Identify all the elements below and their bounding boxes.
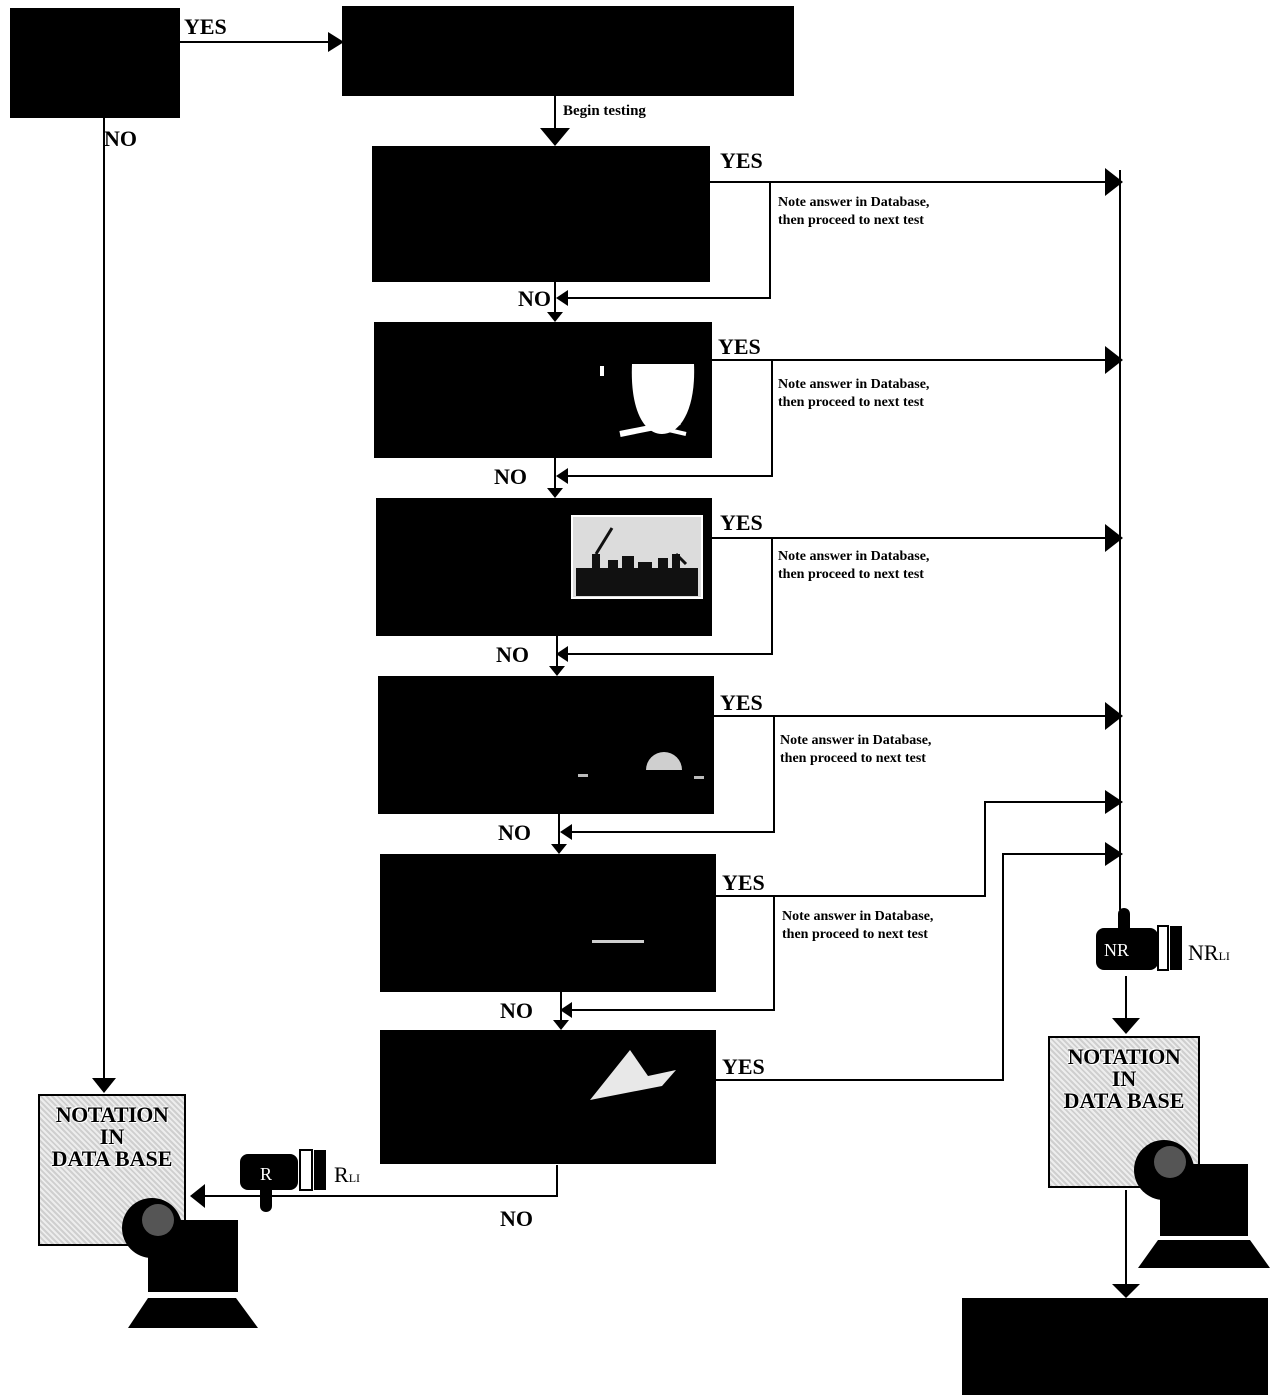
- yes-label-1: YES: [720, 148, 763, 173]
- test-box-1: [372, 146, 710, 282]
- start-box: [10, 8, 180, 118]
- test-box-2: [374, 322, 712, 458]
- no-label-1: NO: [518, 286, 551, 311]
- end-box: [962, 1298, 1268, 1395]
- test-box-6: [380, 1030, 716, 1164]
- computer-monitor-icon: [1134, 1140, 1270, 1268]
- header-box: [342, 6, 794, 96]
- no-label-6: NO: [500, 1206, 533, 1231]
- yes-label-start: YES: [184, 14, 227, 39]
- picture-icon: [590, 1050, 676, 1100]
- no-label-3: NO: [496, 642, 529, 667]
- notation-card-left: NOTATION IN DATA BASE: [38, 1094, 186, 1246]
- note-3: Note answer in Database, then proceed to…: [778, 549, 930, 582]
- no-label-2: NO: [494, 464, 527, 489]
- no-label-4: NO: [498, 820, 531, 845]
- yes-label-6: YES: [722, 1054, 765, 1079]
- yes-label-5: YES: [722, 870, 765, 895]
- computer-monitor-icon: [122, 1198, 258, 1328]
- yes-label-2: YES: [718, 334, 761, 359]
- picture-icon: [600, 364, 695, 437]
- hand-nr-label: NRLI: [1188, 940, 1230, 965]
- picture-icon: [592, 940, 644, 943]
- note-5: Note answer in Database, then proceed to…: [782, 909, 934, 942]
- hand-nr-icon: NR: [1096, 908, 1182, 971]
- yes-label-3: YES: [720, 510, 763, 535]
- hand-r-glyph: R: [260, 1164, 272, 1184]
- hand-nr-glyph: NR: [1104, 940, 1129, 960]
- picture-icon: [578, 752, 704, 779]
- no-label-5: NO: [500, 998, 533, 1023]
- note-4: Note answer in Database, then proceed to…: [780, 733, 932, 766]
- no-label-start: NO: [104, 126, 137, 151]
- note-1: Note answer in Database, then proceed to…: [778, 195, 930, 228]
- hand-r-icon: R: [240, 1149, 326, 1212]
- note-2: Note answer in Database, then proceed to…: [778, 377, 930, 410]
- test-box-4: [378, 676, 714, 814]
- begin-testing-label: Begin testing: [563, 103, 646, 119]
- yes-label-4: YES: [720, 690, 763, 715]
- test-box-5: [380, 854, 716, 992]
- test-box-3: [376, 498, 712, 636]
- picture-icon: [571, 515, 703, 599]
- hand-r-label: RLI: [334, 1162, 361, 1187]
